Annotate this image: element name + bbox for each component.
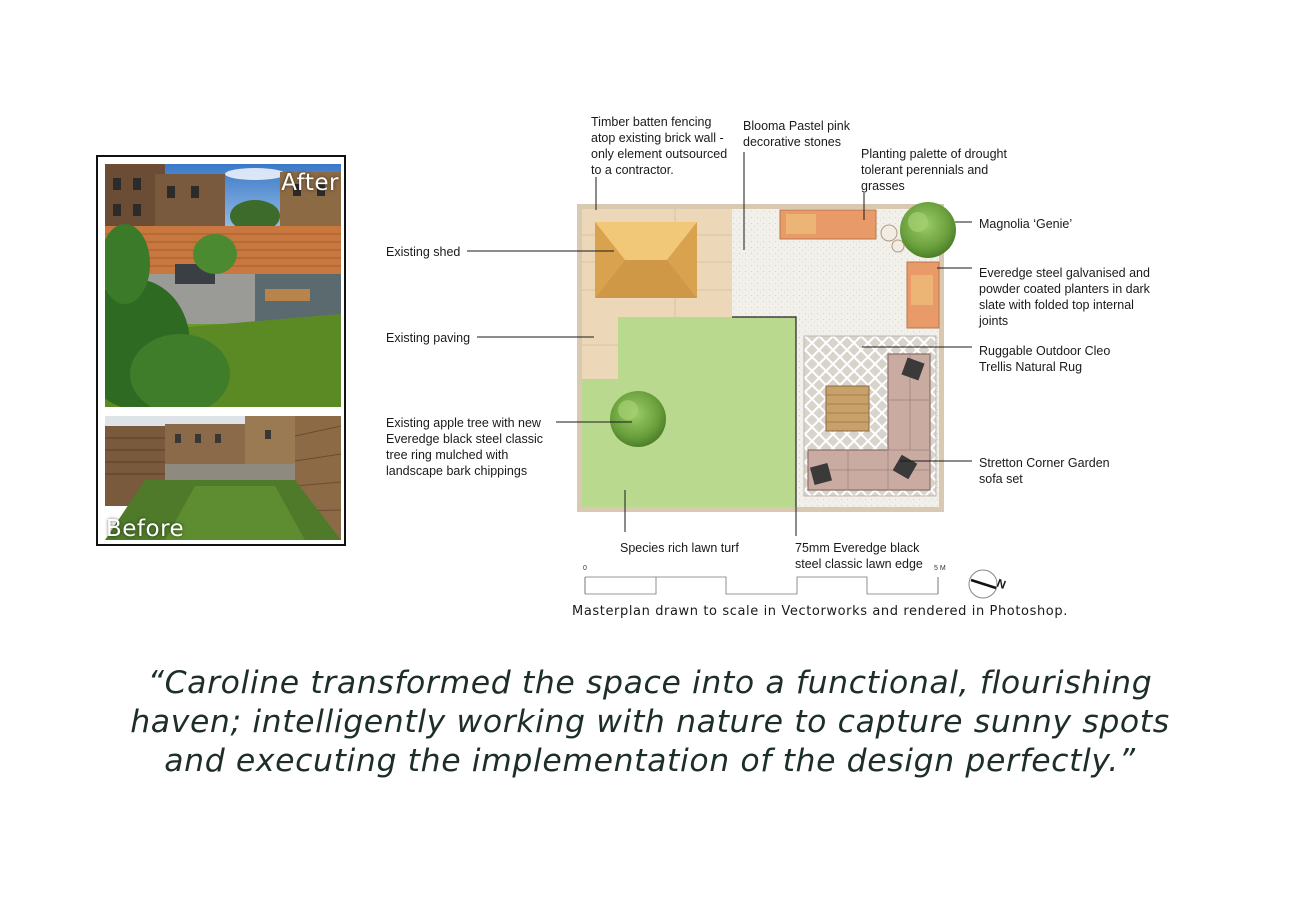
pot xyxy=(891,239,905,253)
coffee-table xyxy=(825,385,870,432)
cushion xyxy=(901,357,925,381)
after-photo: After xyxy=(105,164,341,407)
annotation-rug: Ruggable Outdoor Cleo Trellis Natural Ru… xyxy=(979,344,1111,374)
cushion xyxy=(809,462,833,486)
scale-end-label: 5 M xyxy=(934,565,946,572)
north-arrow-icon xyxy=(968,569,998,599)
annotation-planting-palette: Planting palette of drought tolerant per… xyxy=(861,147,1007,193)
leader-lines xyxy=(467,152,972,536)
before-label: Before xyxy=(106,516,185,540)
magnolia-tree xyxy=(900,202,956,258)
before-after-photo-panel: After Before xyxy=(96,155,346,546)
after-photo-illustration xyxy=(105,164,341,407)
apple-tree xyxy=(610,391,666,447)
before-photo-illustration xyxy=(105,416,341,540)
before-photo: Before xyxy=(105,416,341,540)
annotation-apple-tree: Existing apple tree with new Everedge bl… xyxy=(386,416,544,478)
annotation-existing-shed: Existing shed xyxy=(386,245,461,259)
masterplan-caption: Masterplan drawn to scale in Vectorworks… xyxy=(572,604,1068,619)
after-label: After xyxy=(281,170,339,196)
annotation-timber-fencing: Timber batten fencing atop existing bric… xyxy=(591,115,728,177)
annotation-lawn-edge: 75mm Everedge black steel classic lawn e… xyxy=(795,541,923,571)
lawn-turf xyxy=(582,317,796,507)
annotation-steel-planters: Everedge steel galvanised and powder coa… xyxy=(979,266,1150,328)
existing-paving-strip xyxy=(582,317,618,379)
annotation-magnolia: Magnolia ‘Genie’ xyxy=(979,217,1073,231)
scale-bar xyxy=(584,576,939,595)
annotation-existing-paving: Existing paving xyxy=(386,331,471,345)
pot xyxy=(880,224,898,242)
steel-lawn-edge xyxy=(732,316,797,507)
testimonial-quote: “Caroline transformed the space into a f… xyxy=(130,665,1170,779)
annotation-lawn-turf: Species rich lawn turf xyxy=(620,541,739,555)
scale-start-label: 0 xyxy=(583,565,587,572)
annotation-sofa: Stretton Corner Garden sofa set xyxy=(979,456,1110,486)
annotation-pink-stones: Blooma Pastel pink decorative stones xyxy=(743,119,851,149)
